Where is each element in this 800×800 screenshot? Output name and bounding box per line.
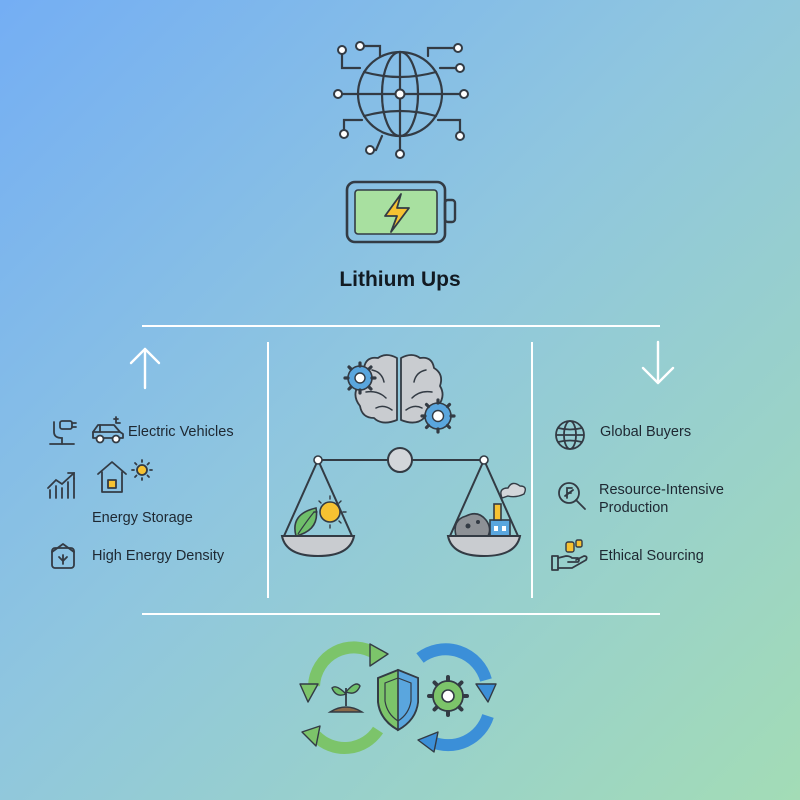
right-divider <box>531 342 533 598</box>
sun-icon <box>319 501 341 523</box>
solar-home-icon <box>97 459 153 493</box>
magnifier-icon <box>558 482 586 510</box>
global-buyers-label: Global Buyers <box>600 424 692 440</box>
top-divider <box>142 325 660 327</box>
charger-plug-icon <box>49 420 77 445</box>
left-divider <box>267 342 269 598</box>
globe-network-icon <box>333 41 469 159</box>
sprout-icon <box>327 683 365 713</box>
factory-icon <box>489 482 527 537</box>
energy-storage-label: Energy Storage <box>92 510 193 526</box>
resource-intensive-production-label: Resource-Intensive Production <box>599 482 724 516</box>
up-arrow-icon <box>129 347 161 390</box>
electric-vehicles-label: Electric Vehicles <box>128 424 234 440</box>
sustainability-cycle-icon <box>299 641 497 754</box>
globe-icon <box>555 420 585 450</box>
electric-car-icon <box>92 416 124 444</box>
ethical-sourcing-label: Ethical Sourcing <box>599 548 704 564</box>
shield-icon <box>377 668 419 732</box>
growth-chart-icon <box>47 472 75 499</box>
bottom-divider <box>142 613 660 615</box>
rock-icon <box>454 512 491 537</box>
gear-icon <box>427 675 469 717</box>
balance-scale-icon <box>280 447 527 558</box>
down-arrow-icon <box>641 340 675 385</box>
page-title: Lithium Ups <box>339 268 461 291</box>
brain-gears-icon <box>343 354 456 434</box>
high-energy-density-label: High Energy Density <box>92 548 225 564</box>
battery-icon <box>345 180 457 244</box>
hand-coins-icon <box>551 539 588 571</box>
battery-box-icon <box>51 543 75 569</box>
